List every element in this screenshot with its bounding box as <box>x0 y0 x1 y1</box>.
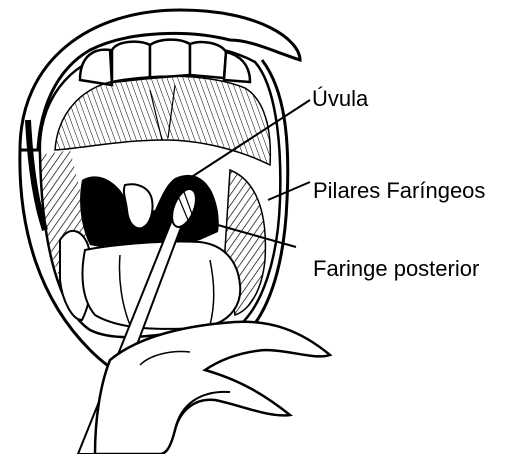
label-faringe-posterior: Faringe posterior <box>313 258 479 280</box>
label-uvula: Úvula <box>312 88 368 110</box>
label-pilares-faringeos: Pilares Faríngeos <box>313 180 485 202</box>
